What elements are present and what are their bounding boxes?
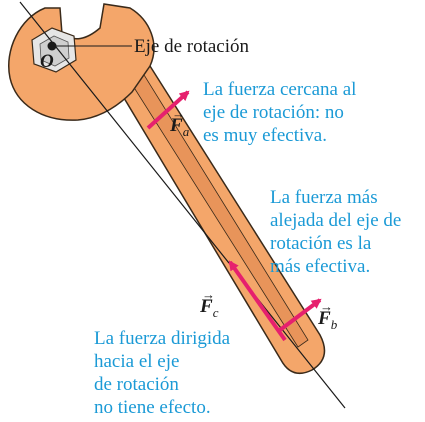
force-arrow-fb: [278, 298, 322, 332]
callout-near-axis: La fuerza cercana al eje de rotación: no…: [203, 79, 357, 146]
callout-far-from-axis: La fuerza más alejada del eje de rotació…: [270, 187, 402, 277]
force-label-fc: →Fc: [200, 287, 219, 320]
force-arrow-fc: [228, 260, 287, 342]
pivot-label: O: [40, 51, 54, 72]
pivot-point: [47, 41, 57, 51]
force-label-fa: →Fa: [170, 106, 190, 139]
force-arrow-fa: [146, 90, 190, 130]
rotation-axis-line: [19, 1, 346, 409]
axis-label: Eje de rotación: [134, 36, 250, 57]
callout-toward-axis: La fuerza dirigida hacia el eje de rotac…: [94, 328, 231, 418]
force-label-fb: →Fb: [318, 299, 338, 332]
